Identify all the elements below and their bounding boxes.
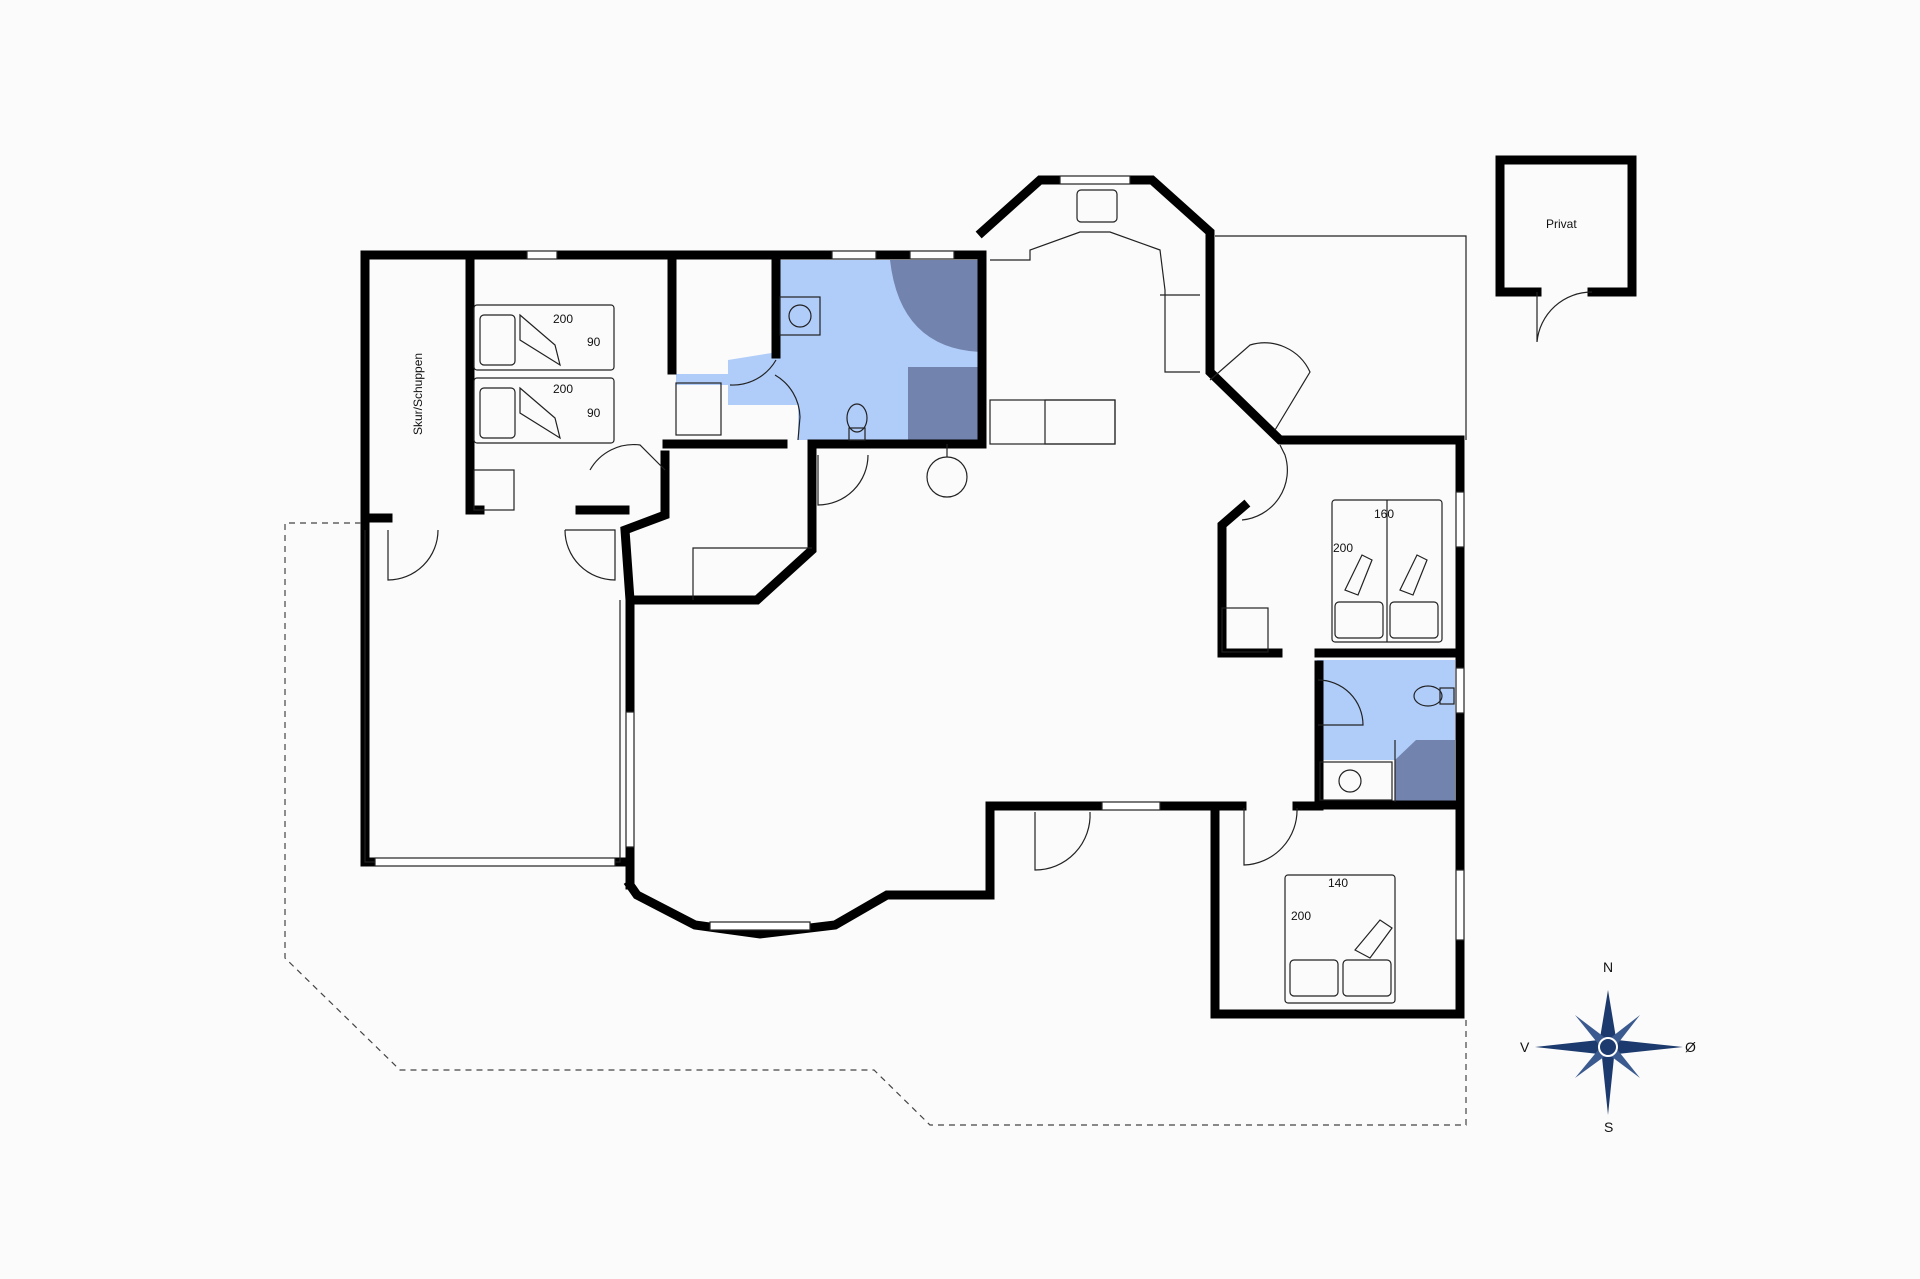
bed-3-width: 160: [1374, 507, 1394, 521]
compass-south: S: [1604, 1119, 1613, 1135]
bed-2-length: 200: [553, 382, 573, 396]
windows: [374, 175, 1465, 941]
shed-label: Skur/Schuppen: [411, 353, 425, 435]
bed-4-width: 140: [1328, 876, 1348, 890]
compass-west: V: [1520, 1039, 1530, 1055]
bed-1-length: 200: [553, 312, 573, 326]
compass-rose: N S V Ø: [1520, 959, 1696, 1135]
bed-2-width: 90: [587, 406, 601, 420]
bathroom-2: [1317, 660, 1455, 802]
shower-1-tray: [908, 367, 980, 440]
compass-north: N: [1603, 959, 1613, 975]
doors: [387, 291, 1593, 871]
room-labels: Skur/Schuppen Privat 200 90 200 90 160 2…: [411, 217, 1577, 923]
bed-1-width: 90: [587, 335, 601, 349]
compass-east: Ø: [1685, 1039, 1696, 1055]
privat-label: Privat: [1546, 217, 1577, 231]
compass-center: [1598, 1037, 1618, 1057]
bed-3-length: 200: [1333, 541, 1353, 555]
shower-2: [1395, 740, 1455, 802]
shower-1: [890, 260, 980, 352]
terrace-outline: [284, 522, 1467, 1126]
bed-4-length: 200: [1291, 909, 1311, 923]
bathroom-1: [676, 260, 980, 440]
